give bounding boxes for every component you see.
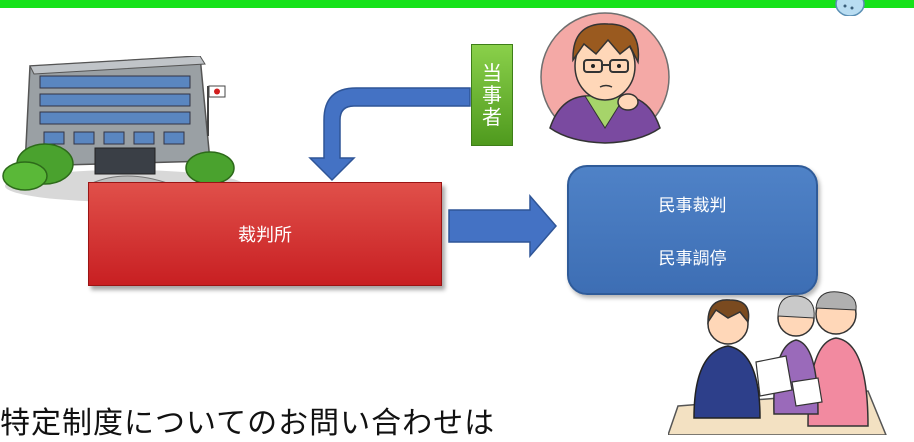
courthouse-illustration [2,56,245,202]
case-type-civil-trial: 民事裁判 [658,196,727,216]
court-label: 裁判所 [238,225,292,246]
party-char-2: 事 [482,83,502,107]
meeting-illustration [668,291,887,435]
party-label: 当 事 者 [471,44,513,146]
top-green-rule [0,0,914,8]
party-char-1: 当 [482,61,502,85]
mascot-icon [835,0,865,16]
court-box: 裁判所 [88,182,442,286]
case-types-box: 民事裁判 民事調停 [567,165,818,295]
case-type-civil-mediation: 民事調停 [658,249,727,269]
party-to-court-arrow [308,87,471,182]
court-to-case-arrow [448,193,557,259]
party-char-3: 者 [482,105,502,129]
thinking-man-illustration [540,12,670,144]
inquiry-text: 特定制度についてのお問い合わせは [0,406,496,441]
